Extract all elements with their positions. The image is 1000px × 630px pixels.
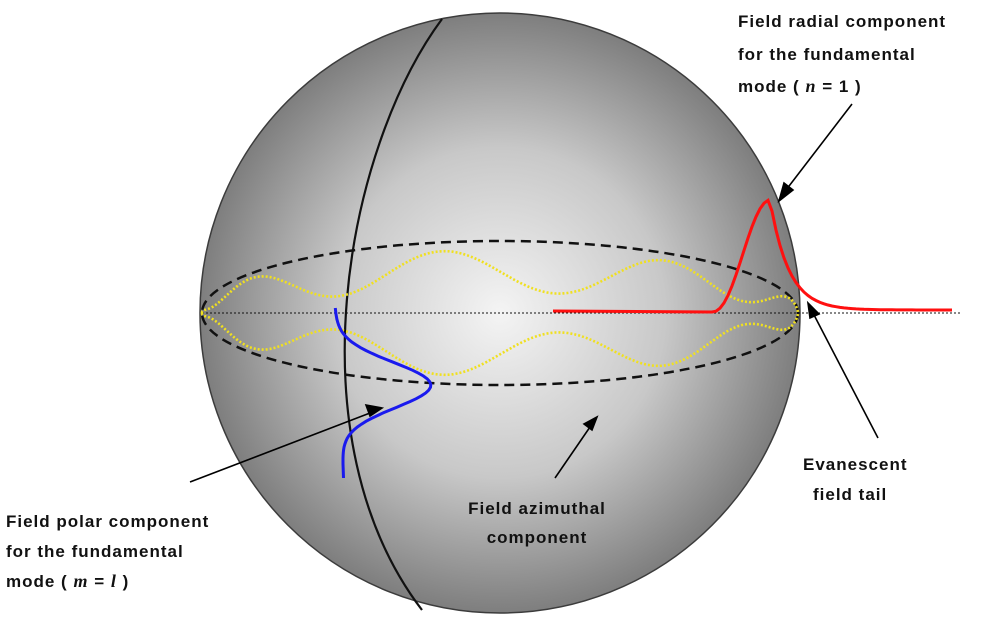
polar-label-line1: Field polar component (6, 512, 209, 531)
evanescent-arrow (806, 300, 879, 439)
meridian-curve (343, 18, 443, 611)
azimuthal-label-line2: component (487, 528, 588, 547)
polar-component-curve (333, 307, 433, 479)
polar-label-line2: for the fundamental (6, 542, 184, 561)
evanescent-label-line1: Evanescent (803, 455, 908, 474)
polar-symbol-m: m (73, 571, 88, 591)
evanescent-label-line2: field tail (813, 485, 887, 504)
azimuthal-label-line1: Field azimuthal (468, 499, 606, 518)
polar-symbol-l: l (111, 571, 117, 591)
radial-component-curve (552, 198, 952, 314)
radial-label-line2: for the fundamental (738, 45, 916, 64)
polar-label-line3: mode ( m = l ) (6, 571, 129, 591)
radial-symbol-n: n (805, 76, 816, 96)
radial-label-line3: mode ( n = 1 ) (738, 76, 862, 96)
radial-label-line1: Field radial component (738, 12, 946, 31)
radial-arrow (777, 103, 853, 204)
azimuthal-wave-lower (200, 313, 800, 377)
azimuthal-arrow (554, 415, 599, 479)
azimuthal-wave-upper (200, 249, 800, 313)
polar-arrow (189, 403, 385, 483)
